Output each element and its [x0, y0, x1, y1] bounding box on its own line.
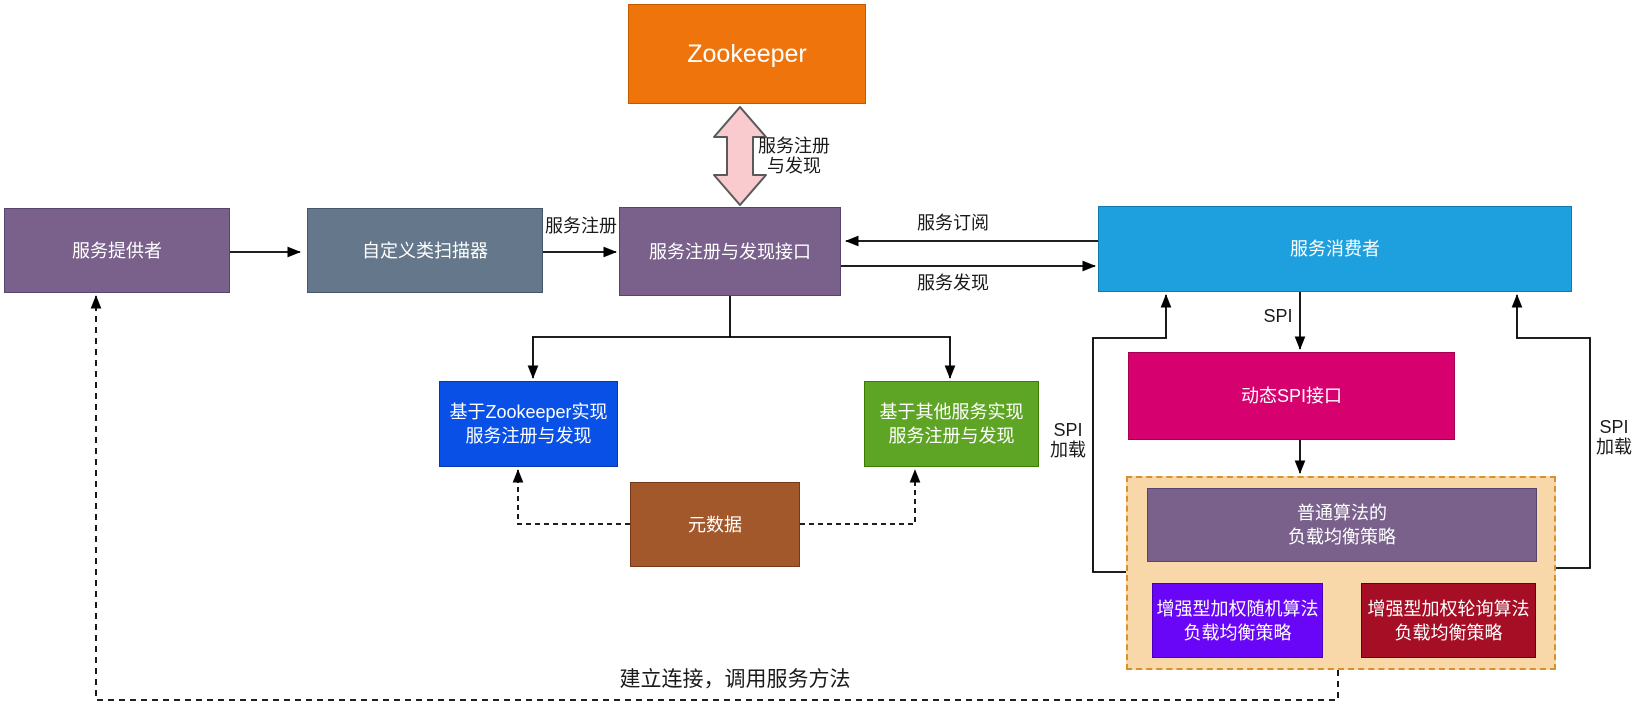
- label-service-discovery: 服务发现: [917, 273, 989, 293]
- node-zookeeper-impl-line2: 服务注册与发现: [465, 426, 592, 446]
- node-registry-discovery-interface-label: 服务注册与发现接口: [649, 241, 811, 262]
- node-weighted-round-robin-strategy: 增强型加权轮询算法 负载均衡策略: [1361, 583, 1536, 658]
- node-common-algorithm-strategy-line1: 普通算法的: [1297, 503, 1387, 523]
- node-common-algorithm-strategy: 普通算法的 负载均衡策略: [1147, 488, 1537, 562]
- edge-spi-load-left: [1092, 294, 1172, 573]
- label-establish-connection: 建立连接，调用服务方法: [619, 668, 851, 691]
- node-custom-class-scanner-label: 自定义类扫描器: [362, 240, 488, 261]
- label-spi-load-left: SPI 加载: [1050, 420, 1086, 460]
- zookeeper-bidirectional-arrow: [713, 106, 767, 206]
- edge-spi-load-right: [1511, 294, 1591, 569]
- edge-establish-connection: [90, 295, 1339, 701]
- label-service-register: 服务注册: [545, 216, 617, 236]
- edge-metadata-to-zk-impl: [512, 469, 630, 525]
- node-service-provider: 服务提供者: [4, 208, 230, 293]
- node-dynamic-spi-interface-label: 动态SPI接口: [1240, 386, 1342, 406]
- node-service-consumer-label: 服务消费者: [1290, 239, 1380, 259]
- node-custom-class-scanner: 自定义类扫描器: [307, 208, 543, 293]
- node-other-service-impl: 基于其他服务实现 服务注册与发现: [864, 381, 1039, 467]
- label-spi: SPI: [1263, 306, 1293, 326]
- node-weighted-random-strategy-line1: 增强型加权随机算法: [1156, 598, 1319, 619]
- node-dynamic-spi-interface: 动态SPI接口: [1128, 352, 1455, 440]
- node-zookeeper-impl: 基于Zookeeper实现 服务注册与发现: [439, 381, 618, 467]
- edge-metadata-to-other-impl: [800, 469, 921, 525]
- label-registration-and-discovery: 服务注册 与发现: [758, 136, 830, 176]
- node-zookeeper-impl-line1: 基于Zookeeper实现: [449, 402, 608, 422]
- label-spi-load-right: SPI 加载: [1596, 417, 1632, 457]
- node-metadata-label: 元数据: [688, 514, 742, 535]
- node-weighted-random-strategy: 增强型加权随机算法 负载均衡策略: [1152, 583, 1323, 658]
- label-service-subscribe: 服务订阅: [917, 213, 989, 233]
- node-common-algorithm-strategy-line2: 负载均衡策略: [1288, 527, 1396, 547]
- node-other-service-impl-line2: 服务注册与发现: [888, 426, 1015, 446]
- node-zookeeper: Zookeeper: [628, 4, 866, 104]
- node-service-provider-label: 服务提供者: [72, 240, 162, 261]
- node-metadata: 元数据: [630, 482, 800, 567]
- node-registry-discovery-interface: 服务注册与发现接口: [619, 207, 841, 296]
- node-service-consumer: 服务消费者: [1098, 206, 1572, 292]
- node-weighted-round-robin-strategy-line2: 负载均衡策略: [1394, 622, 1503, 643]
- node-other-service-impl-line1: 基于其他服务实现: [879, 402, 1024, 422]
- node-weighted-random-strategy-line2: 负载均衡策略: [1183, 622, 1292, 643]
- node-zookeeper-label: Zookeeper: [687, 40, 807, 68]
- node-weighted-round-robin-strategy-line1: 增强型加权轮询算法: [1367, 598, 1530, 619]
